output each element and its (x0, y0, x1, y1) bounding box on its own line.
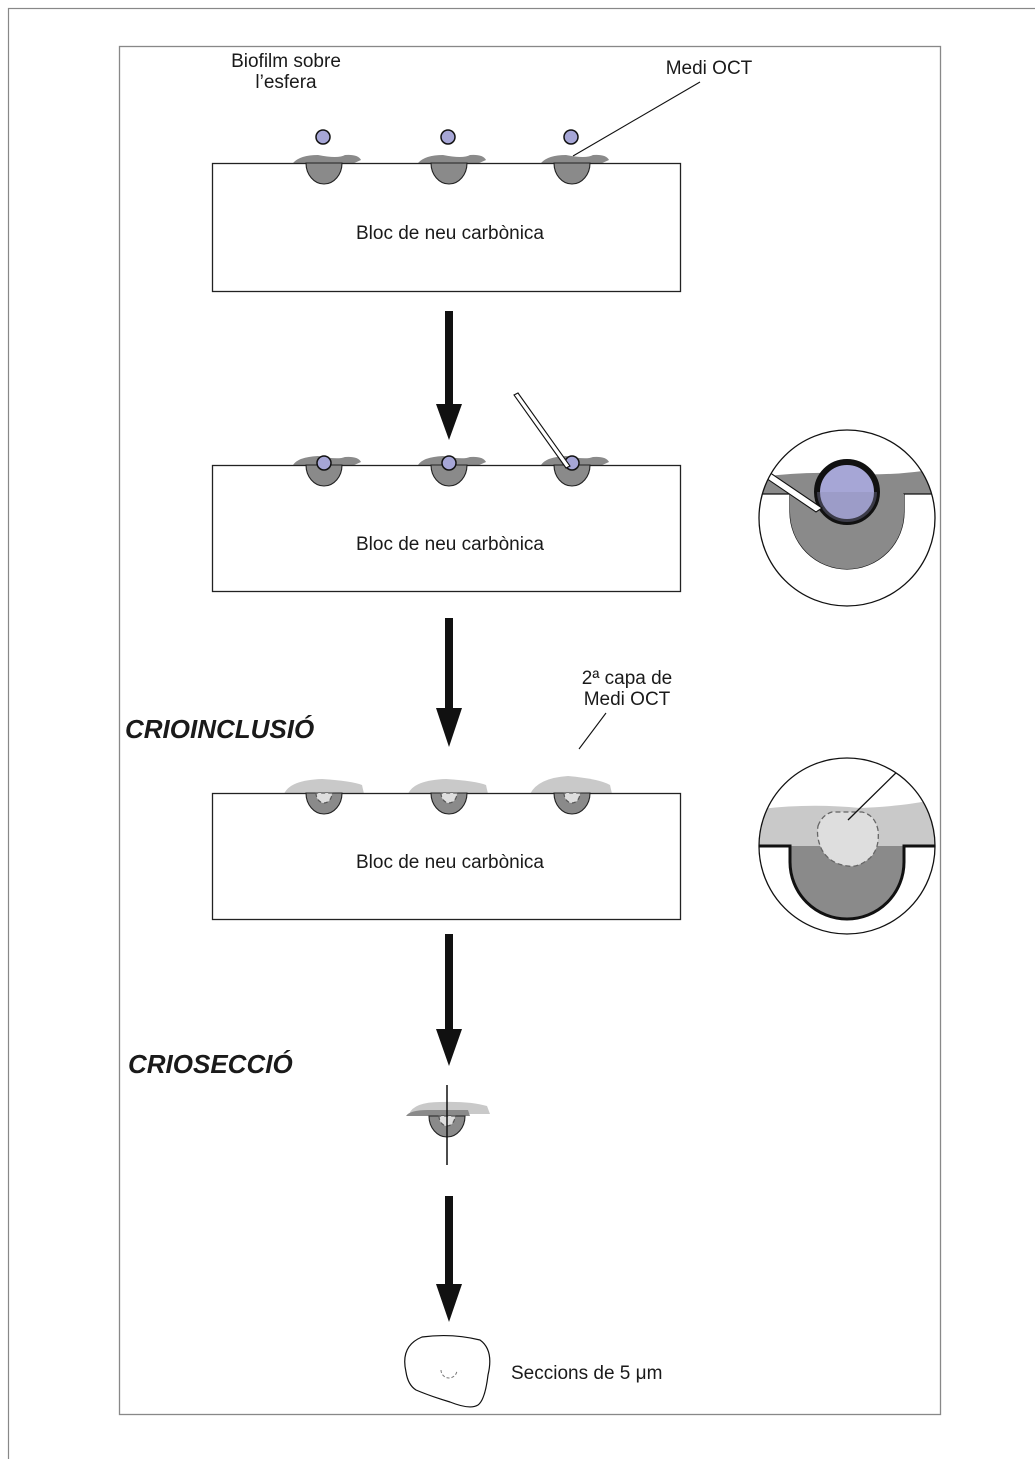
oct-well (430, 464, 468, 487)
block-label: Bloc de neu carbònica (356, 534, 544, 555)
dry-ice-block (211, 464, 682, 593)
section-sphere-outline (440, 1369, 458, 1379)
embedded-sphere (315, 792, 333, 804)
down-arrow-icon (436, 934, 462, 1066)
oct-layer (406, 1110, 470, 1116)
dry-ice-block (211, 792, 682, 921)
down-arrow-icon (436, 1196, 462, 1322)
tissue-section (404, 1334, 491, 1408)
step-2: Bloc de neu carbònica (211, 392, 936, 607)
second-layer-label-line2: Medi OCT (584, 689, 671, 710)
second-layer-leader (578, 712, 607, 750)
oct-layer (541, 154, 609, 164)
down-arrow-icon (436, 618, 462, 747)
section-title-cryo-section: CRIOSECCIÓ (128, 1049, 293, 1079)
down-arrow-icon (436, 311, 462, 440)
sections-label: Seccions de 5 μm (511, 1363, 662, 1384)
embedded-sphere (440, 792, 458, 804)
magnifier-circle-icon (758, 429, 936, 607)
biofilm-sphere (316, 455, 332, 471)
oct-well (305, 162, 343, 185)
step-4 (406, 1085, 490, 1165)
biofilm-sphere (440, 129, 456, 145)
oct-layer (293, 154, 361, 164)
section-title-cryo-inclusion: CRIOINCLUSIÓ (125, 714, 314, 744)
oct-well (305, 464, 343, 487)
biofilm-sphere (441, 455, 457, 471)
embedded-sphere (563, 792, 581, 804)
medi-oct-leader (572, 81, 701, 157)
dry-ice-block (211, 162, 682, 293)
second-oct-layer (408, 779, 488, 794)
step-1: Biofilm sobre l’esfera Medi OCT Bloc de … (211, 51, 753, 293)
step-3: 2ª capa de Medi OCT Bloc de neu carbònic… (211, 668, 936, 935)
biofilm-sphere (563, 129, 579, 145)
step-5: Seccions de 5 μm (404, 1334, 662, 1408)
second-layer-label-line1: 2ª capa de (582, 668, 673, 689)
oct-well (553, 162, 591, 185)
block-label: Bloc de neu carbònica (356, 852, 544, 873)
biofilm-sphere (315, 129, 331, 145)
second-oct-layer (530, 776, 612, 794)
second-oct-layer (284, 779, 364, 794)
page-frame (7, 7, 1035, 1459)
biofilm-label-line2: l’esfera (255, 72, 317, 93)
oct-layer (418, 154, 486, 164)
needle-icon (513, 392, 571, 469)
magnifier-circle-icon (758, 757, 936, 935)
block-label: Bloc de neu carbònica (356, 223, 544, 244)
medi-oct-label: Medi OCT (666, 58, 753, 79)
biofilm-label-line1: Biofilm sobre (231, 51, 341, 72)
oct-well (553, 464, 591, 487)
outer-frame (118, 45, 942, 1416)
oct-well (430, 162, 468, 185)
